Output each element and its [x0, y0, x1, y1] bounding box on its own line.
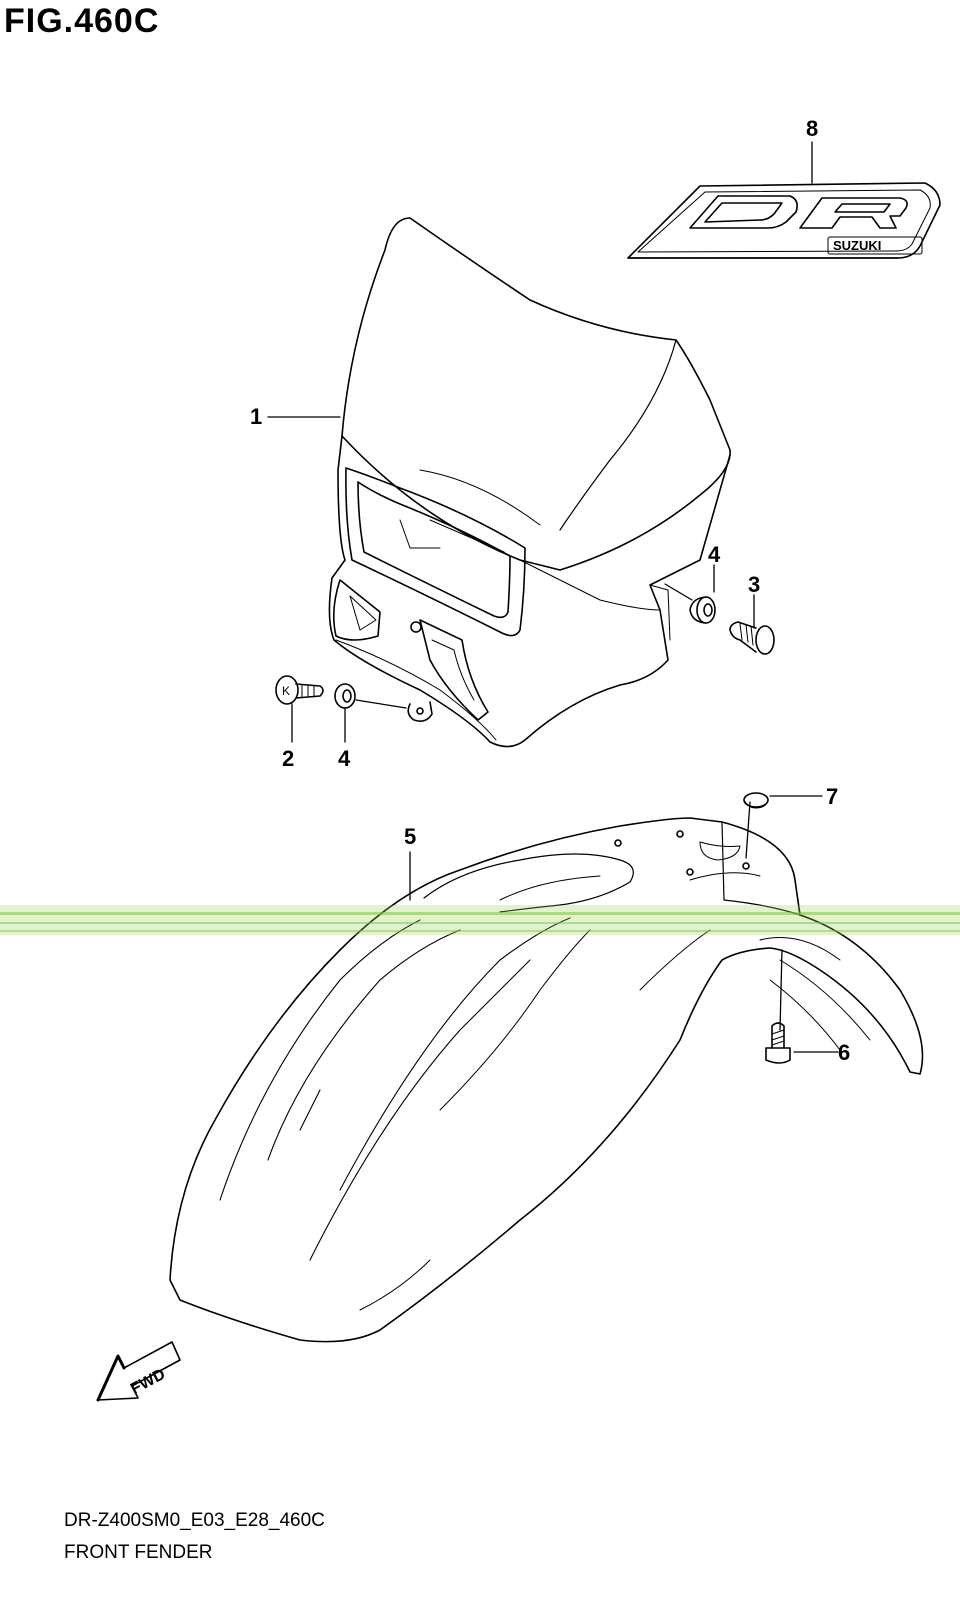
callout-7: 7: [826, 784, 838, 809]
model-code: DR-Z400SM0_E03_E28_460C: [64, 1510, 325, 1531]
headlight-cowl[interactable]: [328, 217, 731, 748]
bolt-part-2[interactable]: K: [275, 675, 324, 705]
callout-2: 2: [282, 746, 294, 771]
callout-4-left: 4: [338, 746, 351, 771]
callout-5: 5: [404, 824, 416, 849]
decal-brand-text: SUZUKI: [833, 238, 881, 253]
section-name: FRONT FENDER: [64, 1542, 213, 1563]
front-fender[interactable]: [169, 817, 924, 1343]
grommet-left[interactable]: [334, 683, 407, 709]
callout-4-right: 4: [708, 542, 721, 567]
callout-3: 3: [748, 572, 760, 597]
nut-part-7[interactable]: [743, 792, 769, 809]
decal-part[interactable]: [627, 182, 941, 259]
scan-artifact-band: [0, 905, 960, 935]
grommet-right[interactable]: [689, 596, 716, 624]
svg-text:K: K: [282, 684, 290, 698]
bolt-part-6[interactable]: [765, 1022, 791, 1064]
fwd-arrow-icon: [96, 1341, 181, 1402]
callout-1: 1: [250, 404, 262, 429]
callout-8: 8: [806, 116, 818, 141]
screw-part-3[interactable]: [729, 621, 775, 655]
figure-title: FIG.460C: [4, 2, 160, 40]
callout-6: 6: [838, 1040, 850, 1065]
